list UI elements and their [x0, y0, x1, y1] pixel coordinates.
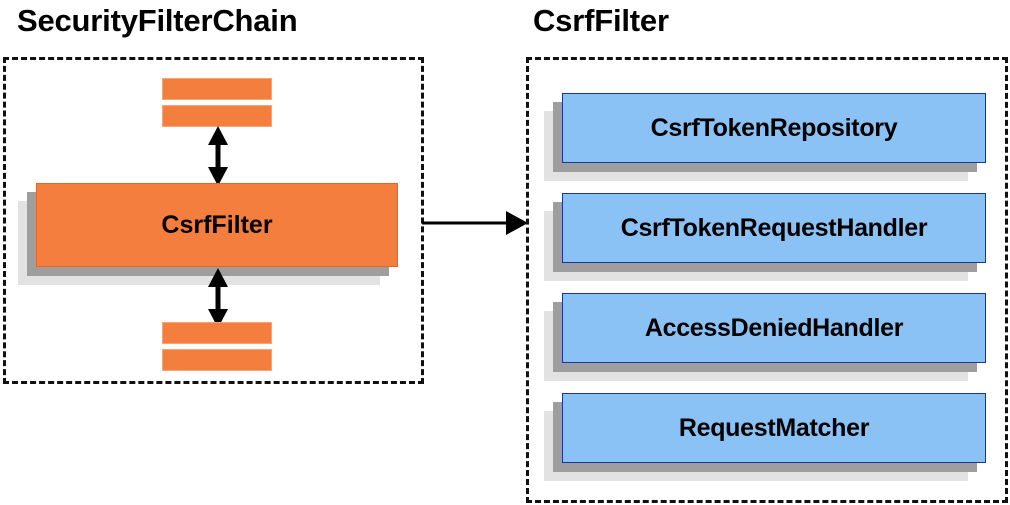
group-box-security-filter-chain — [3, 57, 424, 384]
node-request-matcher[interactable]: RequestMatcher — [544, 393, 986, 481]
node-csrf-filter[interactable]: CsrfFilter — [18, 183, 398, 285]
filter-bar-bottom-2 — [162, 349, 272, 371]
node-access-denied-handler-label: AccessDeniedHandler — [562, 293, 986, 363]
bidirectional-arrow-bottom — [208, 268, 228, 328]
node-csrf-filter-label: CsrfFilter — [36, 183, 398, 267]
filter-bar-top-2 — [162, 105, 272, 127]
node-csrf-token-repository[interactable]: CsrfTokenRepository — [544, 93, 986, 181]
node-csrf-token-repository-label: CsrfTokenRepository — [562, 93, 986, 163]
node-request-matcher-label: RequestMatcher — [562, 393, 986, 463]
filter-bar-bottom-1 — [162, 322, 272, 344]
left-to-right-arrow — [422, 211, 528, 235]
filter-bar-top-1 — [162, 78, 272, 100]
group-box-csrf-filter-collaborators — [526, 57, 1008, 503]
node-access-denied-handler[interactable]: AccessDeniedHandler — [544, 293, 986, 381]
page-title-csrf-filter: CsrfFilter — [533, 3, 669, 38]
bidirectional-arrow-top — [208, 126, 228, 186]
page-title-security-filter-chain: SecurityFilterChain — [17, 3, 298, 38]
node-csrf-token-request-handler-label: CsrfTokenRequestHandler — [562, 193, 986, 263]
node-csrf-token-request-handler[interactable]: CsrfTokenRequestHandler — [544, 193, 986, 281]
